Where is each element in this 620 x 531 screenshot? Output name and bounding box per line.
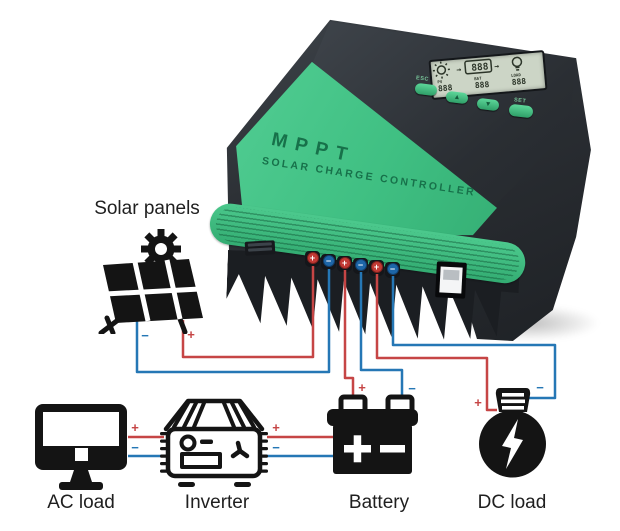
label-inverter: Inverter: [184, 492, 250, 513]
monitor-neck: [70, 470, 92, 482]
lcd-center-box: [464, 58, 493, 75]
minus-mark: −: [322, 255, 335, 267]
lightning-bolt-icon: [502, 419, 523, 469]
lcd-display: → 888 → PV 888 BAT 888 LOAD 888: [428, 50, 548, 100]
lcd-bat-value: 888: [474, 80, 489, 90]
terminal-load-plus: +: [369, 260, 384, 276]
battery-polarity-glyphs: [344, 435, 405, 463]
inverter-display: [180, 452, 222, 469]
minus-mark: −: [386, 263, 399, 275]
lcd-arrow-right: →: [494, 62, 500, 71]
terminal-load-minus: −: [385, 262, 400, 278]
label-dc-load: DC load: [477, 492, 547, 513]
inverter-plus-mark: +: [272, 420, 280, 435]
label-battery: Battery: [348, 492, 410, 513]
wire-battery-plus: [343, 270, 355, 398]
lcd-sun-icon: [432, 61, 450, 79]
inverter-minus-mark: −: [272, 440, 280, 455]
wire-dcload-plus: [375, 274, 497, 412]
battery-minus-mark: −: [408, 381, 416, 396]
lcd-center-value: 888: [471, 61, 489, 73]
inverter-body: [165, 426, 263, 479]
wire-battery-minus: [359, 272, 404, 398]
wire-pv-minus: [135, 269, 331, 374]
inverter-fan: [230, 440, 250, 459]
plus-mark: +: [370, 261, 383, 273]
inverter-details: [160, 432, 268, 487]
sun-icon: [141, 229, 181, 269]
dcload-plus-mark: +: [474, 395, 482, 410]
solar-panel-icon: [98, 229, 203, 334]
lcd-load-value: 888: [511, 77, 526, 87]
pv-minus-mark: −: [141, 328, 149, 343]
dcload-minus-mark: −: [536, 380, 544, 395]
panel-legs: [98, 315, 188, 334]
monitor-icon: [35, 404, 127, 490]
dc-bulb-icon: [479, 388, 546, 478]
label-ac-load: AC load: [47, 492, 115, 513]
bulb-cap-stripes: [501, 393, 525, 410]
wire-dcload-minus: [391, 276, 557, 400]
lcd-arrow-left: →: [456, 65, 462, 74]
minus-mark: −: [354, 259, 367, 271]
inverter-roof: [163, 398, 265, 432]
charge-controller: → 888 → PV 888 BAT 888 LOAD 888 ESC: [207, 5, 600, 350]
roof-stripes: [172, 401, 256, 429]
inverter-icon: [160, 398, 268, 487]
label-solar-panels: Solar panels: [94, 198, 200, 219]
monitor-button: [75, 448, 88, 461]
plus-mark: +: [306, 252, 319, 264]
acload-plus-mark: +: [131, 420, 139, 435]
lcd-content: → 888 → PV 888 BAT 888 LOAD 888: [432, 56, 527, 93]
battery-icon: [327, 394, 418, 474]
wire-pv-plus: [181, 266, 315, 359]
lcd-bulb-icon: [511, 56, 523, 71]
inverter-knob: [179, 434, 197, 452]
lcd-pv-value: 888: [438, 83, 453, 93]
terminal-pv-plus: +: [305, 251, 320, 267]
pv-plus-mark: +: [187, 327, 195, 342]
acload-minus-mark: −: [131, 440, 139, 455]
plus-mark: +: [338, 257, 351, 269]
monitor-screen: [43, 412, 119, 446]
lcd-load-label: LOAD: [511, 72, 522, 78]
battery-body: [333, 424, 412, 474]
terminal-bat-minus: −: [353, 258, 368, 274]
battery-top-bar: [327, 409, 418, 426]
terminal-bat-plus: +: [337, 256, 352, 272]
terminal-pv-minus: −: [321, 254, 336, 270]
panel-grid: [104, 259, 201, 322]
battery-plus-mark: +: [358, 380, 366, 395]
monitor-base: [59, 482, 103, 490]
lcd-bat-label: BAT: [474, 76, 482, 82]
lcd-pv-label: PV: [437, 79, 443, 84]
